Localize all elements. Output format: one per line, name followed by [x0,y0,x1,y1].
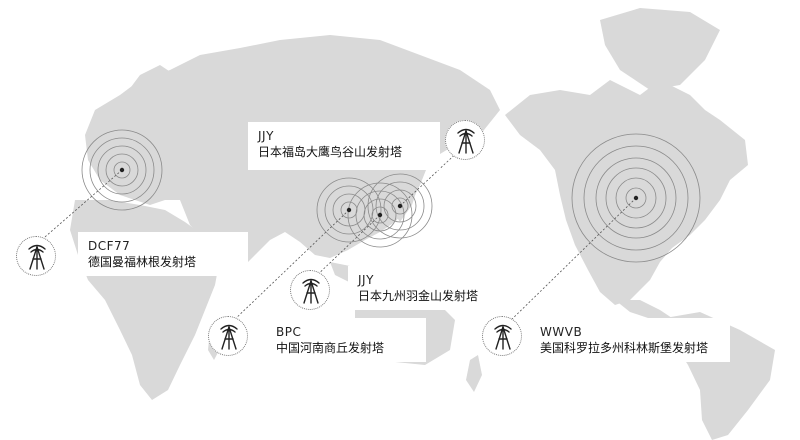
land-masses [70,8,775,440]
station-code: JJY [258,129,274,143]
station-code: DCF77 [88,239,131,253]
landmass-new-zealand [466,355,482,392]
station-code: BPC [276,325,302,339]
label-card-jjy-fukushima: JJY 日本福岛大鹰鸟谷山发射塔 [248,122,440,170]
station-name: 美国科罗拉多州科林斯堡发射塔 [540,341,709,355]
radio-tower-icon [457,128,475,154]
tower-marker-bpc [208,316,248,356]
signal-rings-dcf77 [81,129,163,211]
signal-rings-jjy-fukushima [367,173,433,239]
signal-rings-bpc [316,177,382,243]
tower-marker-jjy-kyushu [290,270,330,310]
signal-rings-wwvb [571,133,701,263]
radio-tower-icon [302,278,320,304]
label-card-jjy-kyushu: JJY 日本九州羽金山发射塔 [348,266,500,310]
station-dot-dcf77 [119,167,125,173]
label-card-bpc: BPC 中国河南商丘发射塔 [266,318,426,362]
landmass-north-america [505,80,748,305]
station-name: 中国河南商丘发射塔 [276,341,385,355]
station-dot-wwvb [633,195,639,201]
radio-tower-icon [494,324,512,350]
connector-bpc [231,209,350,323]
station-dot-bpc [346,207,352,213]
tower-marker-jjy-fukushima [445,120,485,160]
station-dot-jjy-fukushima [397,203,403,209]
station-name: 日本福岛大鹰鸟谷山发射塔 [258,145,403,159]
station-name: 德国曼福林根发射塔 [88,255,197,269]
station-dot-jjy-kyushu [377,212,383,218]
connector-dcf77 [37,169,123,244]
label-card-dcf77: DCF77 德国曼福林根发射塔 [78,232,248,276]
landmass-greenland [600,8,720,90]
station-code: JJY [358,273,374,287]
radio-tower-icon [28,244,46,270]
landmass-scandinavia [125,65,175,115]
tower-marker-wwvb [482,316,522,356]
station-name: 日本九州羽金山发射塔 [358,289,479,303]
radio-tower-icon [220,324,238,350]
tower-marker-dcf77 [16,236,56,276]
station-dots [119,167,639,218]
label-card-wwvb: WWVB 美国科罗拉多州科林斯堡发射塔 [530,318,730,362]
connector-lines [37,146,637,326]
station-code: WWVB [540,325,583,339]
